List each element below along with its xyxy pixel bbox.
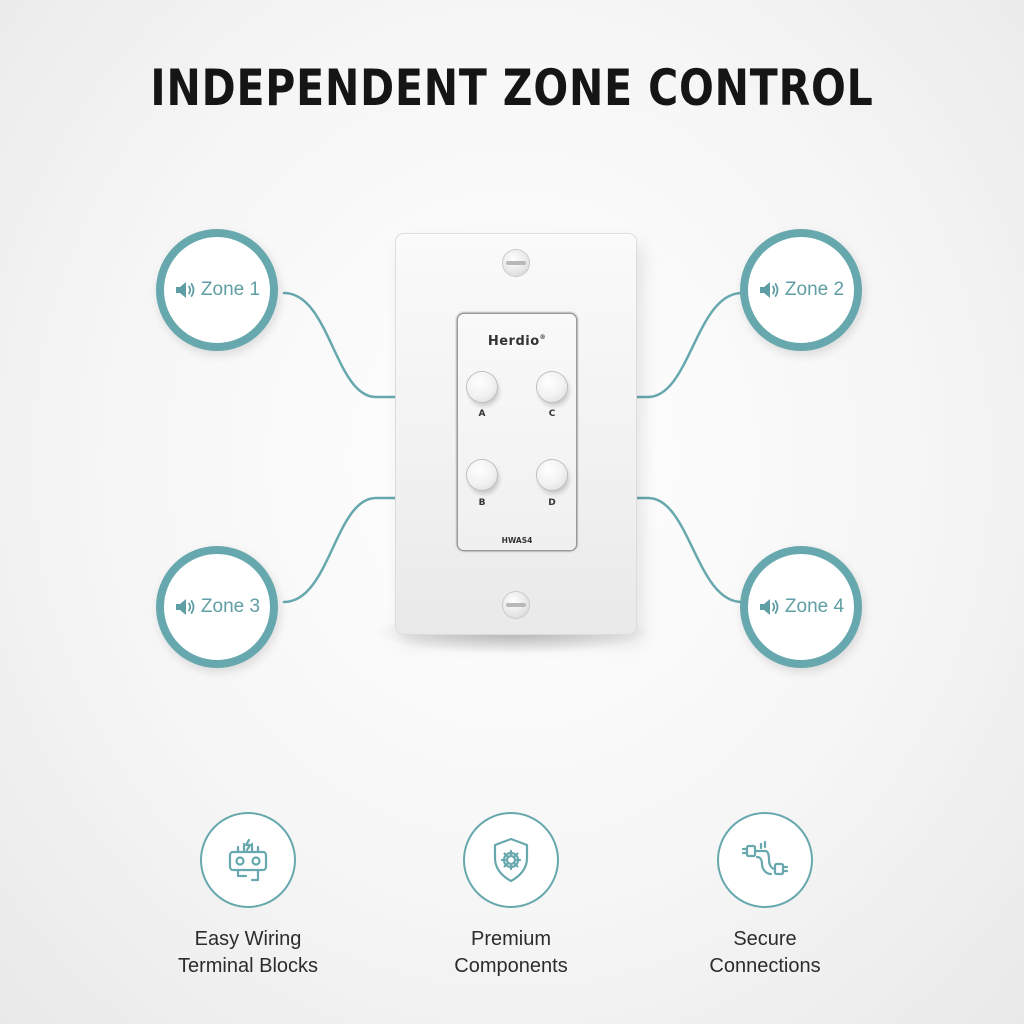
zone-4-badge: Zone 4 — [740, 546, 862, 668]
zone-button-d[interactable] — [537, 460, 567, 490]
feature-caption: Secure Connections — [709, 928, 821, 977]
bottom-screw — [503, 592, 529, 618]
page-title: INDEPENDENT ZONE CONTROL — [150, 59, 874, 117]
speaker-icon — [175, 282, 195, 298]
zone-button-label: D — [548, 498, 556, 508]
zone-1-badge: Zone 1 — [156, 229, 278, 351]
plug-connection-icon — [741, 840, 789, 876]
connector-line-zone-1 — [282, 291, 434, 399]
zone-3-badge: Zone 3 — [156, 546, 278, 668]
zone-label: Zone 2 — [784, 279, 845, 300]
brand-logo: Herdio® — [487, 334, 547, 349]
zone-2-badge: Zone 2 — [740, 229, 862, 351]
top-screw — [503, 250, 529, 276]
feature-premium-components: Premium Components — [401, 812, 621, 980]
terminal-block-icon — [228, 838, 268, 882]
zone-button-c[interactable] — [537, 372, 567, 402]
connector-line-zone-4 — [590, 496, 744, 604]
feature-icon-circle — [200, 812, 296, 908]
speaker-icon — [759, 282, 779, 298]
control-panel: Herdio® A C B D HWAS4 — [458, 314, 576, 550]
shield-gear-icon — [493, 837, 529, 883]
feature-secure-connections: Secure Connections — [655, 812, 875, 980]
zone-button-a[interactable] — [467, 372, 497, 402]
speaker-icon — [175, 599, 195, 615]
zone-button-label: A — [478, 409, 486, 419]
model-number: HWAS4 — [501, 536, 533, 545]
connector-line-zone-3 — [282, 496, 434, 604]
zone-label: Zone 1 — [200, 279, 261, 300]
zone-button-label: B — [478, 498, 486, 508]
feature-easy-wiring: Easy Wiring Terminal Blocks — [138, 812, 358, 980]
feature-caption: Easy Wiring Terminal Blocks — [177, 928, 319, 977]
feature-caption: Premium Components — [454, 928, 568, 977]
speaker-icon — [759, 599, 779, 615]
connector-line-zone-2 — [590, 291, 744, 399]
feature-icon-circle — [463, 812, 559, 908]
feature-icon-circle — [717, 812, 813, 908]
zone-label: Zone 3 — [200, 596, 261, 617]
zone-label: Zone 4 — [784, 596, 845, 617]
zone-button-label: C — [548, 409, 556, 419]
zone-button-b[interactable] — [467, 460, 497, 490]
